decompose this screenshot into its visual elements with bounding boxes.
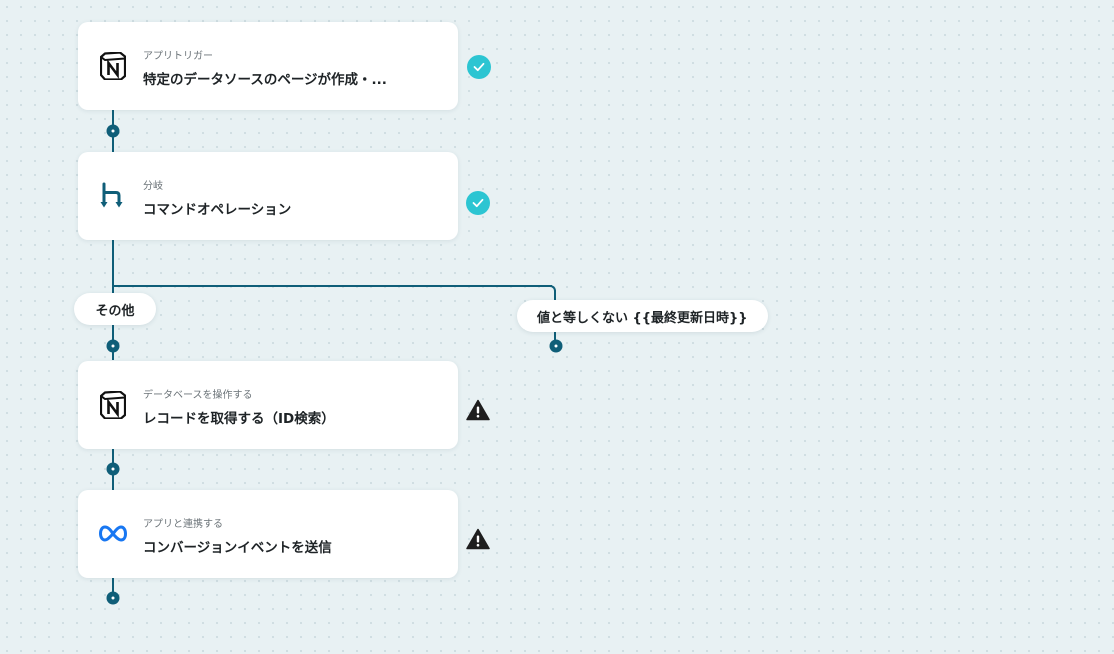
add-step-button[interactable]: [106, 591, 120, 605]
flow-step-card-trigger[interactable]: アプリトリガー 特定のデータソースのページが作成・...: [78, 22, 458, 110]
branch-label-condition[interactable]: 値と等しくない {{最終更新日時}}: [517, 300, 768, 332]
notion-icon: [98, 51, 128, 81]
check-icon: [466, 191, 490, 215]
flow-step-card-app[interactable]: アプリと連携する コンバージョンイベントを送信: [78, 490, 458, 578]
warning-icon: [466, 527, 490, 551]
branch-connector-horizontal: [112, 285, 552, 287]
branch-connector-corner: [542, 285, 556, 299]
step-type-label: アプリと連携する: [143, 519, 223, 530]
add-step-button[interactable]: [106, 462, 120, 476]
flow-step-card-branch[interactable]: 分岐 コマンドオペレーション: [78, 152, 458, 240]
check-icon: [467, 55, 491, 79]
step-title: コマンドオペレーション: [143, 202, 292, 218]
step-title: レコードを取得する（ID検索）: [143, 411, 335, 427]
meta-icon: [98, 519, 128, 549]
step-title: 特定のデータソースのページが作成・...: [143, 72, 387, 88]
add-step-button[interactable]: [106, 339, 120, 353]
warning-icon: [466, 398, 490, 422]
step-title: コンバージョンイベントを送信: [143, 540, 332, 556]
step-type-label: アプリトリガー: [143, 51, 213, 62]
step-type-label: 分岐: [143, 181, 163, 192]
step-type-label: データベースを操作する: [143, 390, 253, 401]
connector-line: [112, 577, 114, 598]
add-step-button[interactable]: [106, 124, 120, 138]
branch-label-default[interactable]: その他: [74, 293, 156, 325]
add-step-button[interactable]: [549, 339, 563, 353]
notion-icon: [98, 390, 128, 420]
branch-icon: [98, 181, 128, 211]
flow-step-card-database[interactable]: データベースを操作する レコードを取得する（ID検索）: [78, 361, 458, 449]
